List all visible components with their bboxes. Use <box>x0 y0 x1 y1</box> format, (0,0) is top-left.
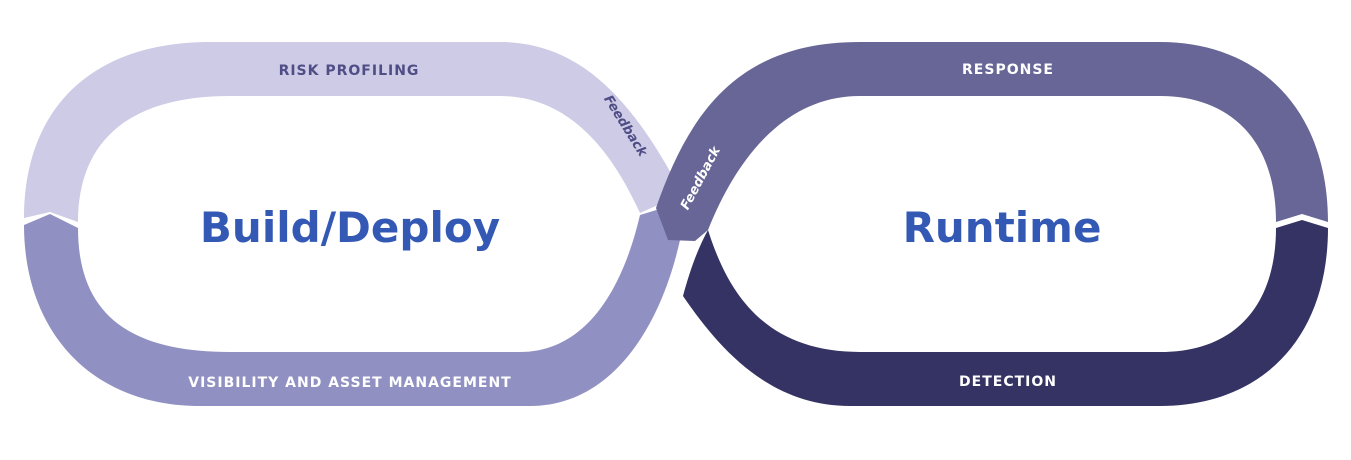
detection-label: DETECTION <box>959 374 1057 390</box>
visibility-segment <box>24 208 680 406</box>
visibility-label: VISIBILITY AND ASSET MANAGEMENT <box>188 375 511 391</box>
runtime-title: Runtime <box>903 203 1102 252</box>
response-label: RESPONSE <box>962 62 1054 78</box>
response-segment <box>656 42 1328 241</box>
risk-profiling-segment <box>24 42 672 222</box>
build-deploy-title: Build/Deploy <box>200 203 500 252</box>
detection-segment <box>683 220 1328 406</box>
risk-profiling-label: RISK PROFILING <box>279 63 420 79</box>
